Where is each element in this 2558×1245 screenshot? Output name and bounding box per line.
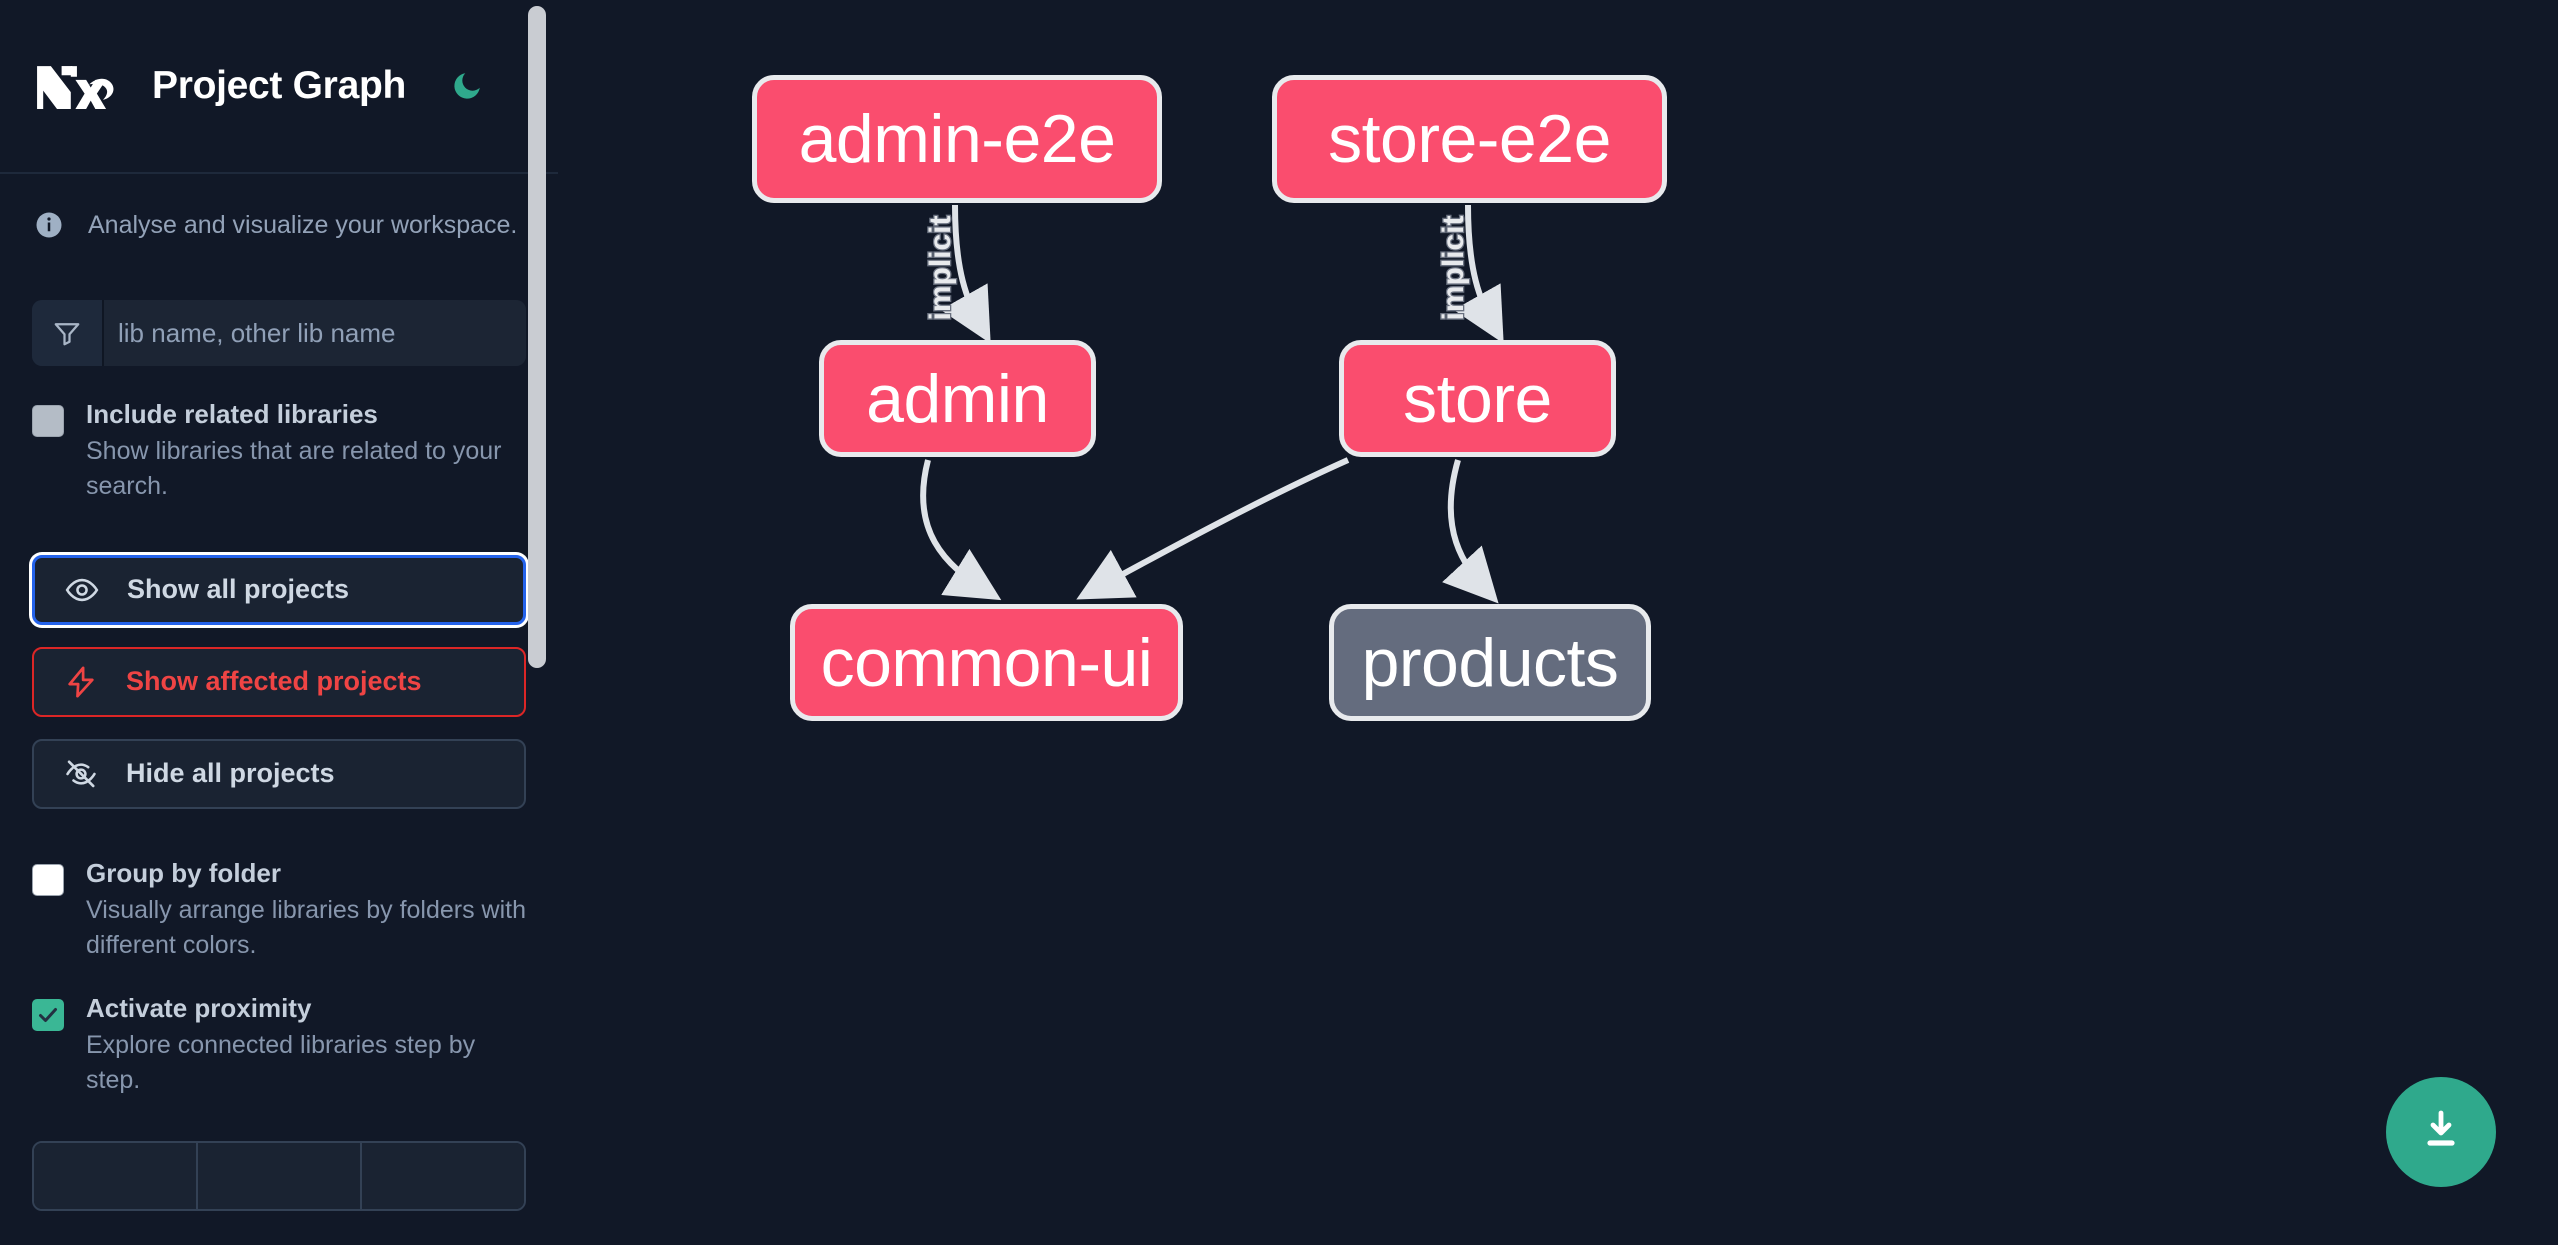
option-include-related-libraries[interactable]: Include related libraries Show libraries… bbox=[0, 366, 558, 505]
show-all-projects-button[interactable]: Show all projects bbox=[32, 554, 526, 625]
edge-label-implicit-store: implicit bbox=[1437, 215, 1470, 320]
graph-node-admin-e2e[interactable]: admin-e2e bbox=[752, 75, 1162, 203]
option-title: Group by folder bbox=[86, 857, 281, 888]
edge-label-implicit-admin: implicit bbox=[924, 215, 957, 320]
download-icon bbox=[2417, 1106, 2465, 1159]
option-group-by-folder[interactable]: Group by folder Visually arrange librari… bbox=[0, 831, 558, 964]
button-label: Show affected projects bbox=[126, 666, 422, 697]
sidebar-header: Project Graph bbox=[0, 0, 558, 174]
edge-admin-common-ui bbox=[920, 459, 1002, 601]
option-description: Visually arrange libraries by folders wi… bbox=[86, 895, 527, 960]
sidebar: Project Graph Analyse and visualize your… bbox=[0, 0, 558, 1245]
graph-node-products[interactable]: products bbox=[1329, 604, 1651, 721]
search-input[interactable] bbox=[104, 300, 526, 366]
tagline-text: Analyse and visualize your workspace. bbox=[88, 210, 518, 239]
option-activate-proximity[interactable]: Activate proximity Explore connected lib… bbox=[0, 964, 558, 1099]
checkbox-group-by-folder[interactable] bbox=[32, 863, 64, 896]
graph-node-common-ui[interactable]: common-ui bbox=[790, 604, 1183, 721]
graph-node-store-e2e[interactable]: store-e2e bbox=[1272, 75, 1667, 203]
option-description: Explore connected libraries step by step… bbox=[86, 1030, 476, 1095]
button-label: Show all projects bbox=[127, 574, 350, 605]
eye-off-icon bbox=[62, 755, 100, 793]
sidebar-tagline: Analyse and visualize your workspace. bbox=[0, 174, 558, 240]
graph-edges: implicit implicit bbox=[920, 204, 1504, 604]
graph-node-store[interactable]: store bbox=[1339, 340, 1616, 457]
page-title: Project Graph bbox=[152, 64, 406, 107]
visibility-button-group: Show all projects Show affected projects bbox=[32, 554, 526, 809]
checkbox-include-related-libraries[interactable] bbox=[32, 405, 64, 437]
proximity-step-value[interactable] bbox=[198, 1142, 362, 1209]
eye-icon bbox=[63, 571, 101, 609]
edge-store-products bbox=[1442, 459, 1499, 604]
button-label: Hide all projects bbox=[126, 758, 335, 789]
download-button[interactable] bbox=[2386, 1077, 2496, 1187]
edge-store-e2e-store bbox=[1453, 204, 1504, 344]
proximity-step-increase[interactable] bbox=[362, 1142, 524, 1209]
option-title: Include related libraries bbox=[86, 399, 378, 429]
moon-icon[interactable] bbox=[444, 63, 490, 109]
nx-logo-icon bbox=[34, 57, 126, 115]
sidebar-scrollbar-thumb[interactable] bbox=[528, 6, 546, 668]
show-affected-projects-button[interactable]: Show affected projects bbox=[32, 646, 526, 717]
option-title: Activate proximity bbox=[86, 992, 312, 1023]
edge-admin-e2e-admin bbox=[940, 204, 991, 344]
checkbox-activate-proximity[interactable] bbox=[32, 998, 64, 1031]
option-description: Show libraries that are related to your … bbox=[86, 436, 502, 501]
info-icon bbox=[34, 210, 64, 240]
proximity-step-decrease[interactable] bbox=[34, 1142, 198, 1209]
graph-node-admin[interactable]: admin bbox=[819, 340, 1096, 457]
search-bar[interactable] bbox=[32, 300, 526, 366]
edge-store-common-ui bbox=[1076, 457, 1350, 600]
proximity-step-group[interactable] bbox=[32, 1140, 526, 1211]
lightning-icon bbox=[62, 663, 100, 701]
hide-all-projects-button[interactable]: Hide all projects bbox=[32, 738, 526, 809]
graph-canvas[interactable]: implicit implicit admin-e2e store-e2e ad… bbox=[558, 0, 2558, 1245]
filter-icon bbox=[32, 300, 104, 366]
